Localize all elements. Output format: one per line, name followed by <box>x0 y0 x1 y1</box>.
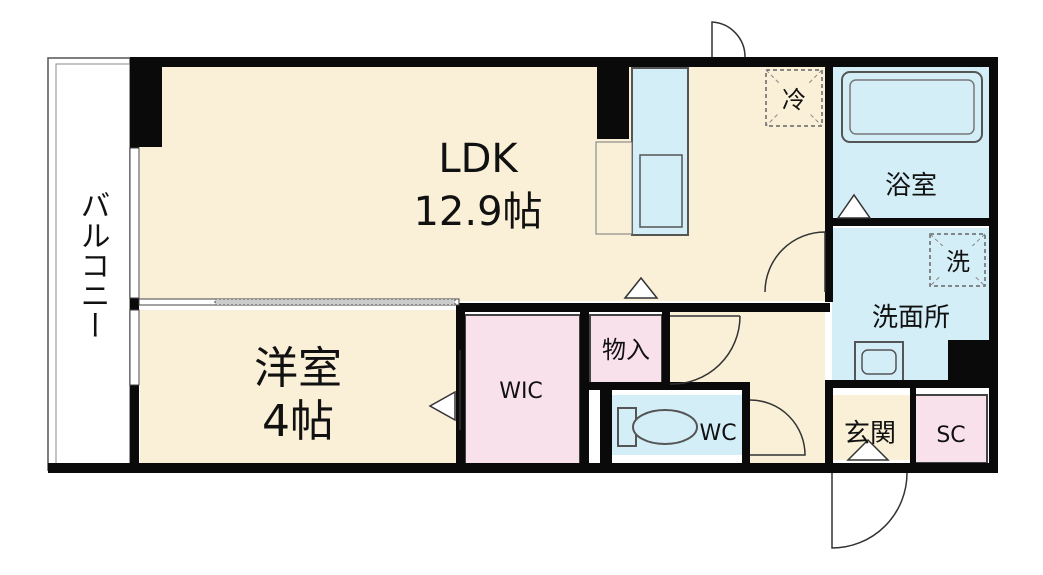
sliding-partition <box>138 298 460 306</box>
hallway-floor-2 <box>750 385 825 465</box>
sc-label: SC <box>936 423 965 448</box>
entrance-door <box>831 472 908 549</box>
wc-door <box>749 399 806 456</box>
western-room-size: 4帖 <box>262 396 334 447</box>
storage-label: 物入 <box>602 336 650 364</box>
balcony: バルコニー <box>47 57 131 471</box>
hall-door <box>669 315 741 385</box>
hallway-floor <box>670 310 825 385</box>
shoe-closet <box>914 394 988 464</box>
ldk-name: LDK <box>438 136 519 182</box>
fridge-label: 冷 <box>782 86 806 114</box>
doors <box>459 21 908 549</box>
balcony-label: バルコニー <box>75 190 110 340</box>
wic-label: WIC <box>499 379 543 404</box>
windows <box>129 147 140 386</box>
ldk-size: 12.9帖 <box>413 189 542 235</box>
washer-space: 洗 <box>929 233 986 287</box>
step-markers <box>428 193 890 461</box>
washroom-label: 洗面所 <box>872 303 950 333</box>
toilet-icon <box>617 407 698 447</box>
balcony-door-arc <box>711 21 746 58</box>
bath-label: 浴室 <box>885 171 937 201</box>
ldk-floor <box>140 66 595 301</box>
wc-label: WC <box>699 421 736 446</box>
washroom-door <box>764 231 826 293</box>
fridge-space: 冷 <box>765 69 823 127</box>
kitchen-counter <box>595 67 689 236</box>
western-room-floor <box>140 310 458 465</box>
bathtub <box>841 71 983 143</box>
western-room-name: 洋室 <box>254 343 342 394</box>
washer-label: 洗 <box>946 248 970 276</box>
entrance-label: 玄関 <box>844 419 896 449</box>
